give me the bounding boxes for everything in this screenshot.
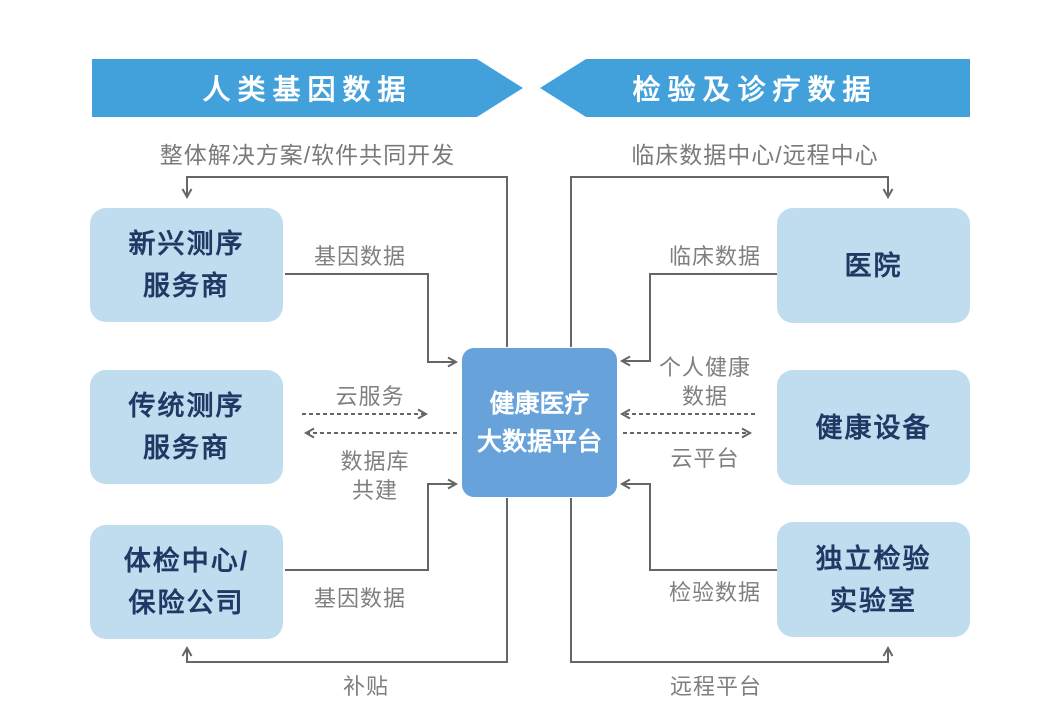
entity-label-line: 实验室 (830, 585, 917, 616)
entity-box-independent-lab: 独立检验 实验室 (777, 522, 970, 637)
edge-label-gene-data-bottom: 基因数据 (313, 586, 406, 611)
edge-label-database-cobuild: 数据库 共建 (305, 447, 445, 505)
edge-label-line: 个人健康 (658, 355, 751, 380)
center-box-label-line: 大数据平台 (476, 427, 602, 456)
entity-box-health-device: 健康设备 (777, 370, 970, 485)
entity-label-line: 体检中心/ (123, 546, 250, 576)
edge-label-clinical-data: 临床数据 (668, 244, 761, 269)
entity-label-line: 服务商 (143, 433, 230, 463)
entity-box-emerging-sequencing-provider: 新兴测序 服务商 (90, 208, 283, 322)
entity-label-line: 医院 (844, 250, 903, 281)
edge-label-cloud-platform: 云平台 (670, 446, 740, 471)
edge-label-line: 共建 (351, 478, 398, 503)
flow-title-solution: 整体解决方案/软件共同开发 (159, 142, 456, 168)
connector-gene-data-top (285, 273, 459, 368)
edge-label-personal-health-data: 个人健康 数据 (640, 353, 770, 411)
center-box-health-big-data-platform: 健康医疗 大数据平台 (462, 348, 617, 497)
banner-test-diagnosis-data-label: 检验及诊疗数据 (632, 74, 878, 105)
banner-human-gene-data-label: 人类基因数据 (202, 74, 413, 105)
edge-label-gene-data-top: 基因数据 (313, 244, 406, 269)
edge-label-remote-platform: 远程平台 (669, 674, 762, 699)
connector-clinical-data (619, 273, 777, 367)
edge-label-subsidy: 补贴 (342, 674, 389, 699)
edge-label-line: 数据 (681, 384, 728, 409)
banner-test-diagnosis-data: 检验及诊疗数据 (540, 59, 970, 117)
entity-box-checkup-center-insurance: 体检中心/ 保险公司 (90, 525, 283, 639)
center-box-label-line: 健康医疗 (489, 389, 590, 418)
entity-label-line: 新兴测序 (128, 229, 245, 259)
entity-label-line: 健康设备 (815, 412, 932, 443)
edge-label-cloud-service: 云服务 (335, 384, 405, 409)
connector-test-data (619, 478, 777, 571)
edge-label-line: 数据库 (340, 449, 410, 474)
edge-label-test-data: 检验数据 (668, 580, 761, 605)
entity-label-line: 传统测序 (128, 391, 245, 421)
entity-box-traditional-sequencing-provider: 传统测序 服务商 (90, 370, 283, 484)
entity-box-hospital: 医院 (777, 208, 970, 323)
entity-label-line: 服务商 (143, 271, 230, 301)
entity-label-line: 保险公司 (128, 588, 245, 618)
flow-title-clinical-center: 临床数据中心/远程中心 (631, 142, 879, 168)
banner-human-gene-data: 人类基因数据 (92, 59, 523, 117)
entity-label-line: 独立检验 (815, 543, 932, 574)
